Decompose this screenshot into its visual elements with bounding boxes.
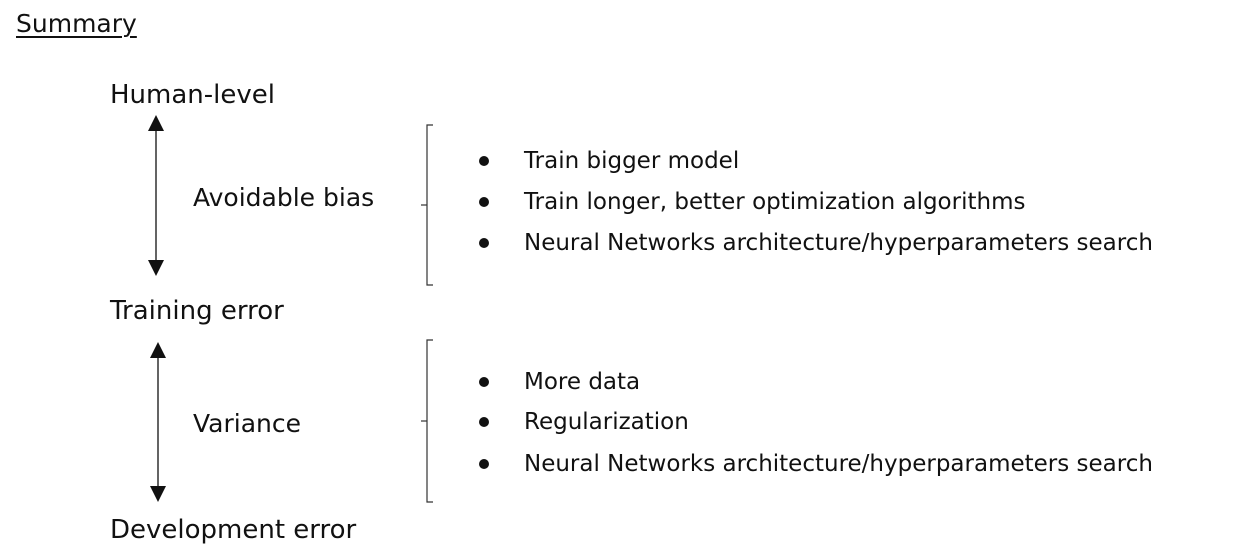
remedy-item: Train bigger model [524, 148, 740, 174]
bullet-icon [479, 459, 489, 469]
avoidable-bias-label: Avoidable bias [193, 183, 375, 212]
page-title: Summary [16, 9, 137, 38]
bullet-icon [479, 377, 489, 387]
development-error-label: Development error [110, 515, 357, 545]
variance-label: Variance [193, 409, 301, 438]
variance-double-arrow [150, 342, 166, 502]
remedy-item: Regularization [524, 409, 689, 435]
avoidable-bias-double-arrow [148, 115, 164, 276]
training-error-label: Training error [110, 296, 284, 326]
variance-bracket [421, 339, 433, 503]
bullet-icon [479, 156, 489, 166]
avoidable-bias-bracket [421, 124, 433, 286]
remedy-item: Neural Networks architecture/hyperparame… [524, 451, 1153, 477]
remedy-item: More data [524, 369, 641, 395]
remedy-item: Neural Networks architecture/hyperparame… [524, 230, 1153, 256]
bullet-icon [479, 417, 489, 427]
bullet-icon [479, 197, 489, 207]
human-level-label: Human-level [110, 80, 275, 110]
bullet-icon [479, 238, 489, 248]
remedy-item: Train longer, better optimization algori… [524, 189, 1026, 215]
